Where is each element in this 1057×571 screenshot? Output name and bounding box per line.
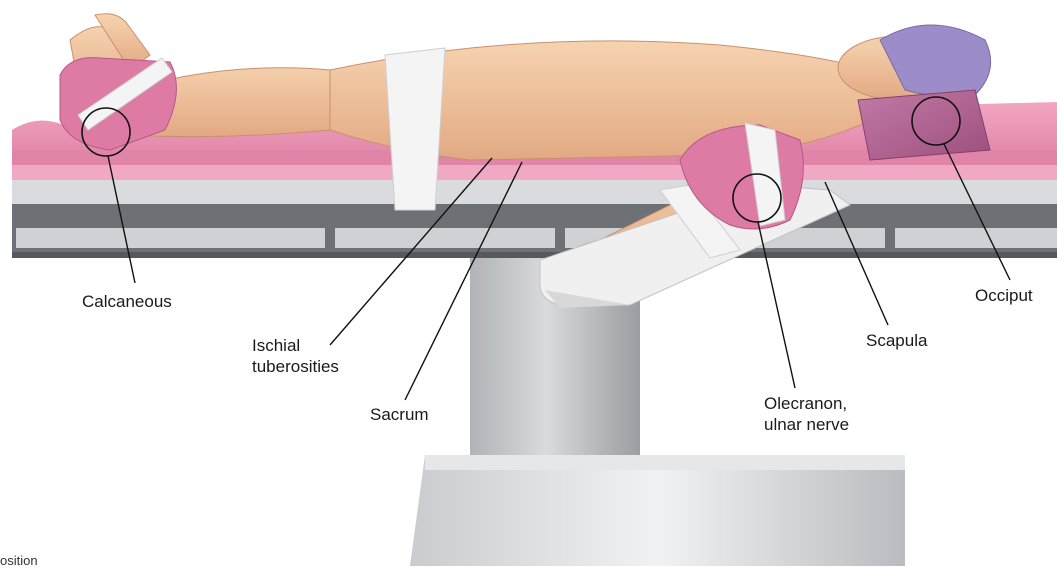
label-sacrum: Sacrum bbox=[370, 404, 429, 425]
label-scapula: Scapula bbox=[866, 330, 927, 351]
label-ischial-tuberosities: Ischial tuberosities bbox=[252, 335, 339, 377]
label-olecranon-ulnar-nerve: Olecranon, ulnar nerve bbox=[764, 393, 849, 435]
safety-straps bbox=[385, 48, 445, 210]
label-calcaneous: Calcaneous bbox=[82, 291, 172, 312]
label-occiput: Occiput bbox=[975, 285, 1033, 306]
operating-table bbox=[12, 178, 1057, 258]
